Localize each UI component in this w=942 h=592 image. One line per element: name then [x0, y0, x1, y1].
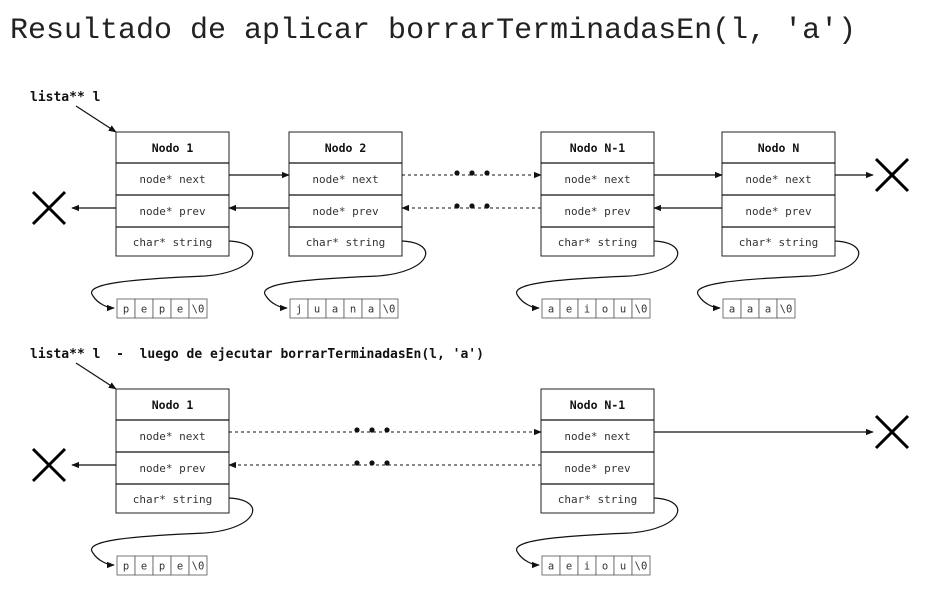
char-value: j [296, 304, 302, 316]
string-field: char* string [558, 236, 637, 249]
char-value: p [159, 561, 165, 573]
char-value: a [747, 304, 753, 316]
prev-field: node* prev [139, 205, 206, 218]
char-value: \0 [383, 304, 396, 316]
bottom-head-pointer-arrow [75, 362, 117, 390]
char-value: e [177, 561, 183, 573]
next-field: node* next [564, 430, 630, 443]
char-value: a [548, 561, 554, 573]
char-value: \0 [635, 304, 648, 316]
bottom-node-1: Nodo 1 node* next node* prev char* strin… [115, 388, 230, 514]
node-title: Nodo 2 [325, 141, 367, 155]
char-value: e [566, 304, 572, 316]
node-box [540, 131, 655, 257]
string-field: char* string [558, 493, 637, 506]
char-value: p [123, 561, 129, 573]
char-value: e [177, 304, 183, 316]
prev-field: node* prev [564, 462, 631, 475]
char-value: a [332, 304, 338, 316]
char-value: e [141, 304, 147, 316]
char-value: i [584, 304, 590, 316]
char-value: \0 [192, 304, 205, 316]
char-value: e [566, 561, 572, 573]
char-value: u [314, 304, 320, 316]
node-title: Nodo N-1 [570, 398, 625, 412]
ellipsis-icon [454, 170, 490, 209]
prev-field: node* prev [745, 205, 812, 218]
string-pointer-arrow [90, 497, 254, 569]
char-value: \0 [192, 561, 205, 573]
null-x-icon [31, 190, 67, 226]
char-cell [188, 298, 208, 319]
char-value: u [620, 304, 626, 316]
null-x-icon [31, 447, 67, 483]
node-title: Nodo 1 [152, 398, 194, 412]
char-value: u [620, 561, 626, 573]
string-field: char* string [133, 236, 212, 249]
char-value: o [602, 304, 608, 316]
node-box [721, 131, 836, 257]
char-cell [631, 298, 651, 319]
node-box [115, 388, 230, 514]
node-box [540, 388, 655, 514]
char-cell [776, 298, 796, 319]
string-field: char* string [306, 236, 385, 249]
char-value: p [159, 304, 165, 316]
prev-field: node* prev [312, 205, 379, 218]
char-value: \0 [635, 561, 648, 573]
string-pointer-arrow [263, 240, 427, 312]
char-value: a [548, 304, 554, 316]
node-title: Nodo N [758, 141, 800, 155]
prev-field: node* prev [139, 462, 206, 475]
node-box [288, 131, 403, 257]
char-value: p [123, 304, 129, 316]
diagram-title: Resultado de aplicar borrarTerminadasEn(… [10, 14, 856, 48]
string-pointer-arrow [90, 240, 254, 312]
char-value: a [729, 304, 735, 316]
null-x-icon [874, 157, 910, 193]
next-field: node* next [139, 173, 205, 186]
char-value: \0 [780, 304, 793, 316]
next-field: node* next [139, 430, 205, 443]
top-node-2: Nodo 2 node* next node* prev char* strin… [288, 131, 403, 257]
string-field: char* string [739, 236, 818, 249]
node-title: Nodo 1 [152, 141, 194, 155]
ellipsis-icon [354, 427, 390, 466]
char-value: e [141, 561, 147, 573]
prev-field: node* prev [564, 205, 631, 218]
string-pointer-arrow [696, 240, 860, 312]
top-head-pointer-arrow [75, 105, 117, 133]
char-value: i [584, 561, 590, 573]
top-node-n: Nodo N node* next node* prev char* strin… [721, 131, 836, 257]
char-cell [379, 298, 399, 319]
node-box [115, 131, 230, 257]
bottom-node-n-minus-1: Nodo N-1 node* next node* prev char* str… [540, 388, 655, 514]
next-field: node* next [564, 173, 630, 186]
next-field: node* next [312, 173, 378, 186]
string-field: char* string [133, 493, 212, 506]
top-node-1: Nodo 1 node* next node* prev char* strin… [115, 131, 230, 257]
char-value: a [765, 304, 771, 316]
string-pointer-arrow [515, 497, 679, 569]
char-value: a [368, 304, 374, 316]
next-field: node* next [745, 173, 811, 186]
node-title: Nodo N-1 [570, 141, 625, 155]
char-value: o [602, 561, 608, 573]
bottom-pointer-label: lista** l - luego de ejecutar borrarTerm… [30, 347, 484, 362]
top-pointer-label: lista** l [30, 90, 100, 105]
char-value: n [350, 304, 356, 316]
null-x-icon [874, 414, 910, 450]
char-cell [188, 555, 208, 576]
top-node-n-minus-1: Nodo N-1 node* next node* prev char* str… [540, 131, 655, 257]
string-pointer-arrow [515, 240, 679, 312]
char-cell [631, 555, 651, 576]
